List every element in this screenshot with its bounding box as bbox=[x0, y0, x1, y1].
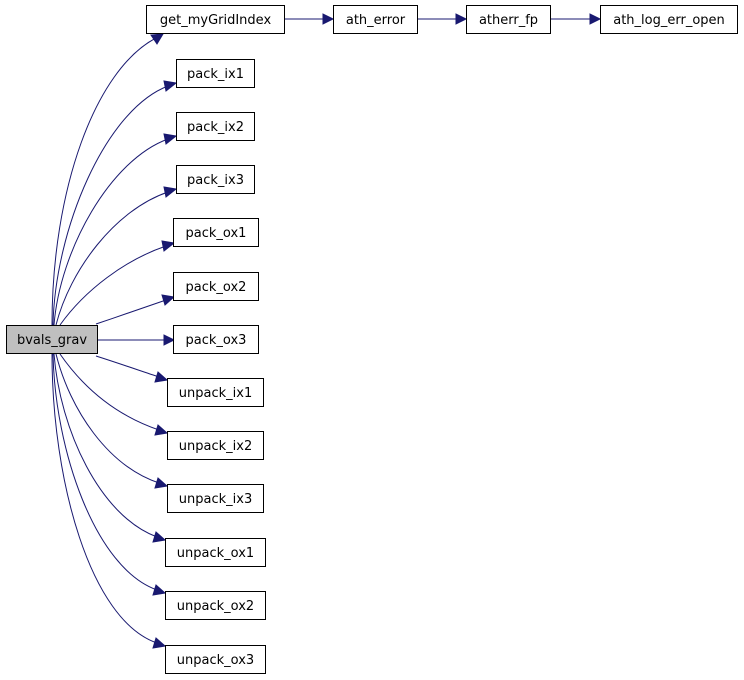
node-get_myGridIndex[interactable]: get_myGridIndex bbox=[146, 5, 285, 34]
node-label: ath_error bbox=[346, 13, 406, 28]
arrowhead-unpack_ox1 bbox=[152, 531, 167, 543]
node-label: unpack_ox2 bbox=[177, 599, 254, 614]
edge-bvals_grav-pack_ox2 bbox=[95, 299, 167, 325]
node-box bbox=[167, 431, 264, 460]
node-unpack_ix3[interactable]: unpack_ix3 bbox=[167, 484, 264, 513]
node-box bbox=[466, 5, 551, 34]
node-label: pack_ox3 bbox=[186, 333, 247, 348]
node-ath_error[interactable]: ath_error bbox=[333, 5, 418, 34]
edge-bvals_grav-pack_ox1 bbox=[59, 245, 167, 326]
node-label: atherr_fp bbox=[479, 13, 538, 28]
node-label: unpack_ox1 bbox=[177, 546, 254, 561]
edge-bvals_grav-unpack_ix1 bbox=[95, 355, 160, 378]
node-box bbox=[165, 645, 266, 674]
node-unpack_ix1[interactable]: unpack_ix1 bbox=[167, 378, 264, 407]
node-box bbox=[176, 59, 255, 88]
arrowhead-pack_ox1 bbox=[161, 240, 176, 252]
arrowhead-unpack_ix1 bbox=[154, 371, 169, 383]
node-pack_ox2[interactable]: pack_ox2 bbox=[173, 272, 259, 301]
call-nodes: bvals_grav get_myGridIndex ath_error ath… bbox=[6, 5, 738, 674]
node-box bbox=[173, 218, 259, 247]
node-pack_ix1[interactable]: pack_ix1 bbox=[176, 59, 255, 88]
edge-bvals_grav-unpack_ox1 bbox=[53, 353, 158, 538]
node-box bbox=[173, 272, 259, 301]
node-pack_ox3[interactable]: pack_ox3 bbox=[173, 325, 259, 354]
node-box bbox=[146, 5, 285, 34]
node-box bbox=[173, 325, 259, 354]
node-box bbox=[600, 5, 738, 34]
node-pack_ix3[interactable]: pack_ix3 bbox=[176, 165, 255, 194]
node-label: bvals_grav bbox=[17, 333, 87, 348]
node-unpack_ox1[interactable]: unpack_ox1 bbox=[165, 538, 266, 567]
node-unpack_ox3[interactable]: unpack_ox3 bbox=[165, 645, 266, 674]
arrowhead-unpack_ox3 bbox=[152, 637, 167, 649]
node-box bbox=[165, 591, 266, 620]
node-label: unpack_ix2 bbox=[179, 439, 252, 454]
node-label: pack_ix3 bbox=[187, 173, 244, 188]
arrowhead-unpack_ox2 bbox=[152, 584, 167, 596]
arrowhead-atherr_fp bbox=[455, 13, 468, 25]
node-label: unpack_ox3 bbox=[177, 653, 254, 668]
node-bvals_grav[interactable]: bvals_grav bbox=[6, 325, 98, 354]
edge-bvals_grav-pack_ix2 bbox=[53, 138, 169, 326]
arrowhead-pack_ix1 bbox=[163, 80, 178, 92]
node-box bbox=[165, 538, 266, 567]
node-box bbox=[176, 165, 255, 194]
node-pack_ox1[interactable]: pack_ox1 bbox=[173, 218, 259, 247]
node-unpack_ox2[interactable]: unpack_ox2 bbox=[165, 591, 266, 620]
node-label: pack_ox1 bbox=[186, 226, 247, 241]
node-label: pack_ox2 bbox=[186, 280, 247, 295]
edge-bvals_grav-pack_ix3 bbox=[55, 191, 169, 326]
edge-bvals_grav-unpack_ox2 bbox=[52, 353, 158, 591]
edge-bvals_grav-unpack_ix2 bbox=[59, 353, 160, 431]
node-label: pack_ix1 bbox=[187, 67, 244, 82]
node-box bbox=[167, 378, 264, 407]
node-label: ath_log_err_open bbox=[613, 13, 725, 28]
arrowhead-pack_ox3 bbox=[163, 334, 176, 346]
arrowhead-unpack_ix3 bbox=[154, 477, 169, 489]
node-box bbox=[176, 112, 255, 141]
call-edges bbox=[51, 13, 602, 649]
edge-bvals_grav-get_myGridIndex bbox=[51, 37, 157, 326]
node-atherr_fp[interactable]: atherr_fp bbox=[466, 5, 551, 34]
arrowhead-pack_ox2 bbox=[161, 294, 176, 306]
node-box bbox=[333, 5, 418, 34]
edge-bvals_grav-unpack_ix3 bbox=[55, 353, 160, 484]
arrowhead-pack_ix3 bbox=[163, 186, 178, 198]
edge-bvals_grav-unpack_ox3 bbox=[51, 353, 158, 644]
node-box bbox=[167, 484, 264, 513]
node-pack_ix2[interactable]: pack_ix2 bbox=[176, 112, 255, 141]
node-label: unpack_ix1 bbox=[179, 386, 252, 401]
node-label: unpack_ix3 bbox=[179, 492, 252, 507]
node-unpack_ix2[interactable]: unpack_ix2 bbox=[167, 431, 264, 460]
edge-bvals_grav-pack_ix1 bbox=[52, 85, 169, 326]
arrowhead-ath_log_err_open bbox=[589, 13, 602, 25]
arrowhead-unpack_ix2 bbox=[154, 424, 169, 436]
arrowhead-pack_ix2 bbox=[163, 133, 178, 145]
node-box-root bbox=[6, 325, 98, 354]
node-ath_log_err_open[interactable]: ath_log_err_open bbox=[600, 5, 738, 34]
arrowhead-ath_error bbox=[322, 13, 335, 25]
node-label: pack_ix2 bbox=[187, 120, 244, 135]
arrowhead-get_myGridIndex bbox=[150, 33, 164, 45]
node-label: get_myGridIndex bbox=[160, 13, 272, 28]
